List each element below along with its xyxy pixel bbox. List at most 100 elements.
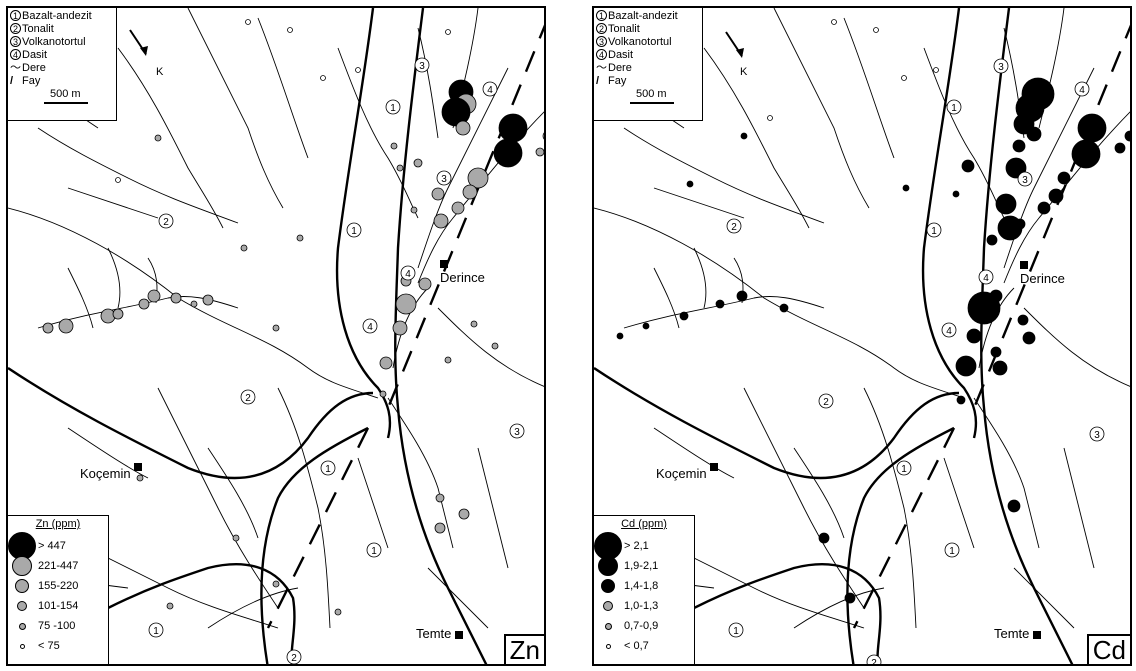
sample-point: [767, 115, 773, 121]
sample-point: [395, 293, 417, 315]
zn-map-canvas: 1 1 1 1 1 2 2 2 3 3 3 4 4 4: [8, 8, 544, 664]
legend-fault: /Fay: [10, 75, 41, 87]
cd-legend-title: Cd (ppm): [621, 518, 667, 530]
sample-point: [455, 120, 471, 136]
size-class-row: 101-154: [8, 598, 108, 614]
sample-point: [955, 355, 977, 377]
size-class-row: 221-447: [8, 556, 108, 576]
sample-point: [170, 292, 182, 304]
sample-point: [995, 193, 1017, 215]
unit-label-3: 3: [419, 61, 425, 72]
unit-label-4: 4: [487, 85, 493, 96]
sample-point: [444, 356, 452, 364]
size-class-label: 75 -100: [38, 620, 76, 632]
north-label: K: [740, 66, 748, 78]
unit-label-1: 1: [351, 226, 357, 237]
town-derince: Derince: [440, 255, 485, 285]
unit-label-1: 1: [901, 464, 907, 475]
zn-element-label: Zn: [503, 634, 544, 664]
unit-label-4: 4: [1079, 85, 1085, 96]
sample-point: [493, 138, 523, 168]
sample-point: [42, 322, 54, 334]
sample-point: [138, 298, 150, 310]
size-class-symbol-icon: [594, 532, 622, 560]
sample-point: [202, 294, 214, 306]
town-marker-icon: [1020, 260, 1028, 269]
size-class-label: < 0,7: [624, 640, 649, 652]
sample-point: [989, 289, 1003, 303]
legend-stream: 〜Dere: [10, 62, 46, 74]
sample-point: [686, 180, 694, 188]
sample-point: [1012, 139, 1026, 153]
sample-point: [818, 532, 830, 544]
unit-label-2: 2: [163, 217, 169, 228]
sample-point: [458, 508, 470, 520]
size-class-label: 101-154: [38, 600, 79, 612]
sample-point: [616, 332, 624, 340]
sample-point: [1022, 331, 1036, 345]
size-class-row: 155-220: [8, 578, 108, 594]
sample-point: [100, 308, 116, 324]
cd-element-label: Cd: [1086, 634, 1130, 664]
sample-point: [136, 474, 144, 482]
sample-point: [232, 534, 240, 542]
unit-label-1: 1: [325, 464, 331, 475]
town-derince: Derince: [1020, 256, 1065, 286]
sample-point: [740, 132, 748, 140]
sample-point: [154, 134, 162, 142]
unit-label-1: 1: [390, 103, 396, 114]
sample-point: [535, 147, 544, 157]
size-class-label: < 75: [38, 640, 60, 652]
sample-point: [1114, 142, 1126, 154]
size-class-label: 1,0-1,3: [624, 600, 659, 612]
sample-point: [844, 592, 856, 604]
size-class-symbol-icon: [605, 643, 611, 649]
sample-point: [966, 328, 982, 344]
unit-number-labels: 1 1 1 1 1 2 2 2 3 3 3 4 4 4: [148, 57, 525, 664]
sample-point: [433, 213, 449, 229]
unit-label-2: 2: [823, 397, 829, 408]
sample-point: [58, 318, 74, 334]
sample-point: [379, 356, 393, 370]
sample-point: [451, 201, 465, 215]
unit-label-1: 1: [153, 626, 159, 637]
size-class-label: 221-447: [38, 560, 79, 572]
size-class-row: 0,7-0,9: [594, 618, 694, 634]
sample-point: [1077, 113, 1107, 143]
sample-point: [470, 320, 478, 328]
sample-point: [287, 27, 293, 33]
unit-label-2: 2: [291, 653, 297, 664]
unit-label-3: 3: [514, 427, 520, 438]
size-class-row: 1,9-2,1: [594, 556, 694, 576]
sample-point: [642, 322, 650, 330]
sample-point: [115, 177, 121, 183]
unit-label-1: 1: [931, 226, 937, 237]
size-class-label: > 2,1: [624, 540, 649, 552]
sample-point: [355, 67, 361, 73]
size-class-label: 0,7-0,9: [624, 620, 659, 632]
sample-point: [431, 187, 445, 201]
unit-contacts: [8, 8, 488, 664]
zn-sample-points: [42, 19, 544, 616]
sample-point: [1124, 130, 1130, 142]
north-arrow-icon: [725, 31, 744, 58]
size-class-row: < 0,7: [594, 638, 694, 654]
sample-point: [1007, 499, 1021, 513]
sample-point: [1048, 188, 1064, 204]
fault-line: [266, 24, 544, 629]
size-class-label: 155-220: [38, 580, 79, 592]
sample-point: [873, 27, 879, 33]
cd-map-canvas: 1 1 1 1 1 2 2 2 3 3 3 4 4 4: [594, 8, 1130, 664]
unit-label-3: 3: [1094, 430, 1100, 441]
sample-point: [379, 390, 387, 398]
size-class-symbol-icon: [19, 643, 25, 649]
sample-point: [410, 206, 418, 214]
sample-point: [320, 75, 326, 81]
town-temte: Temte: [416, 626, 464, 641]
unit-contacts: [594, 8, 1074, 664]
sample-point: [392, 320, 408, 336]
